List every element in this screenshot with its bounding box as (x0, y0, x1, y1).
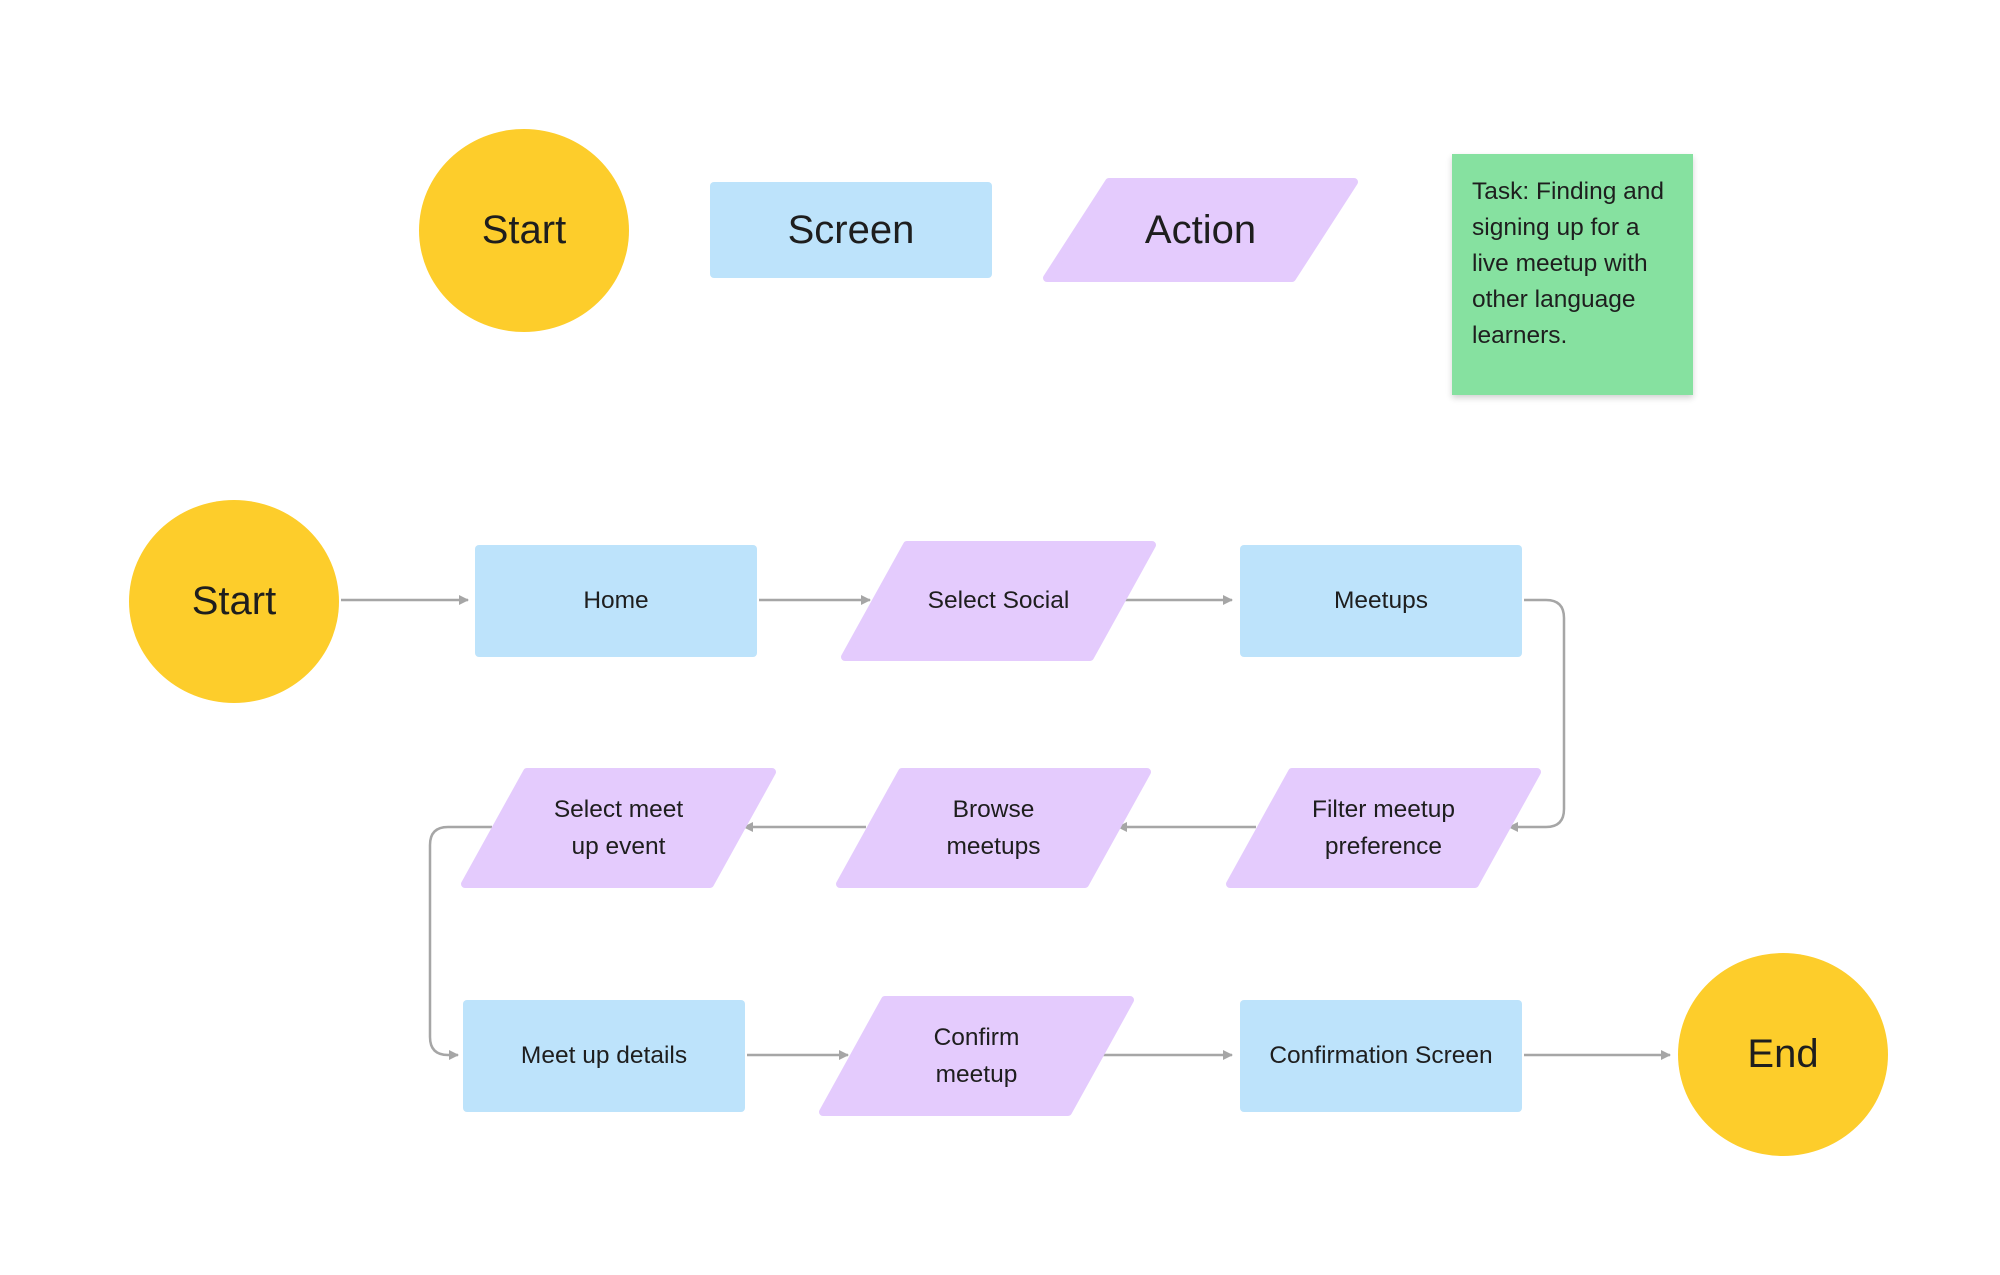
action-select-event[interactable]: Select meet up event (461, 768, 776, 888)
task-note[interactable]: Task: Finding and signing up for a live … (1452, 154, 1693, 395)
screen-meetup-details[interactable]: Meet up details (463, 1000, 745, 1112)
legend-screen-label: Screen (787, 207, 915, 252)
screen-home-label: Home (583, 587, 649, 615)
flow-start-label: Start (191, 579, 277, 623)
action-select-event-label: Select meet up event (553, 795, 684, 860)
action-confirm-meetup-shape (819, 996, 1134, 1116)
screen-meetup-details-label: Meet up details (520, 1042, 688, 1070)
action-browse-meetups-shape (836, 768, 1151, 888)
action-confirm-meetup[interactable]: Confirm meetup (819, 996, 1134, 1116)
screen-meetups[interactable]: Meetups (1240, 545, 1522, 657)
action-filter-meetup-shape (1226, 768, 1541, 888)
legend-screen-rect[interactable]: Screen (710, 182, 992, 278)
legend-action-shape (1043, 178, 1358, 282)
action-filter-meetup-label: Filter meetup preference (1312, 795, 1455, 860)
legend-start-label: Start (481, 208, 567, 252)
legend-action-label: Action (1144, 207, 1257, 252)
action-select-social-label: Select Social (927, 587, 1070, 615)
action-browse-meetups-label: Browse meetups (946, 795, 1041, 860)
flow-start-circle[interactable]: Start (129, 500, 339, 703)
flow-end-label: End (1747, 1032, 1819, 1076)
action-select-event-shape (461, 768, 776, 888)
action-select-social-shape (841, 541, 1156, 661)
task-note-text: Task: Finding and signing up for a live … (1472, 178, 1665, 349)
action-browse-meetups[interactable]: Browse meetups (836, 768, 1151, 888)
screen-home[interactable]: Home (475, 545, 757, 657)
connector-meetups-filter (1508, 598, 1566, 832)
action-confirm-meetup-label: Confirm meetup (933, 1023, 1020, 1088)
action-filter-meetup[interactable]: Filter meetup preference (1226, 768, 1541, 888)
legend-action-parallelogram[interactable]: Action (1043, 178, 1358, 282)
connector-select-event-details (428, 825, 492, 1060)
screen-confirmation-label: Confirmation Screen (1269, 1042, 1493, 1070)
screen-confirmation[interactable]: Confirmation Screen (1240, 1000, 1522, 1112)
legend-start-circle[interactable]: Start (419, 129, 629, 332)
screen-meetups-label: Meetups (1334, 587, 1428, 615)
action-select-social[interactable]: Select Social (841, 541, 1156, 661)
flow-end-circle[interactable]: End (1678, 953, 1888, 1156)
